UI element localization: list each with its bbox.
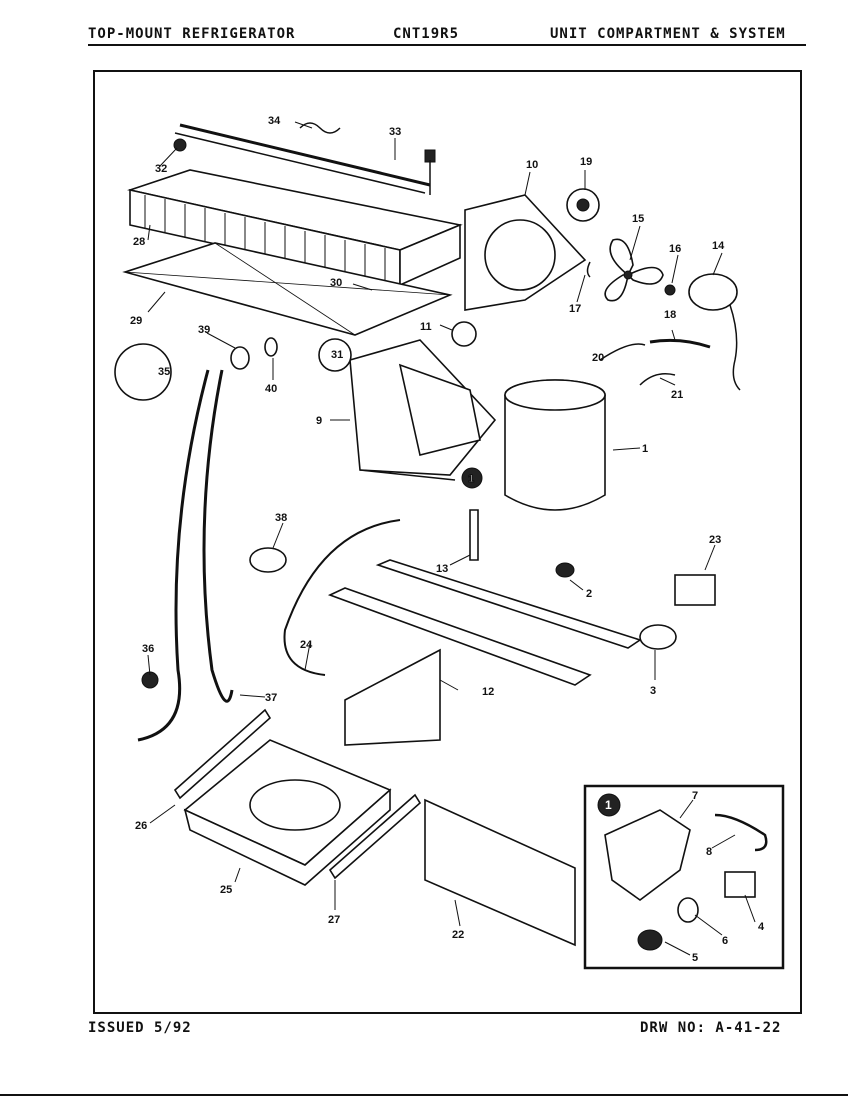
callout-17: 17 [569, 303, 581, 315]
header-title: TOP-MOUNT REFRIGERATOR [88, 26, 296, 42]
filter-drier [469, 509, 479, 561]
callout-15: 15 [632, 213, 644, 225]
callout-25: 25 [220, 884, 232, 896]
model-number: CNT19R5 [393, 26, 460, 42]
rail-clip [639, 624, 677, 650]
callout-14: 14 [712, 240, 725, 252]
callout-22: 22 [452, 929, 464, 941]
compressor [461, 379, 606, 511]
relay-23 [674, 574, 716, 606]
callout-31: 31 [331, 349, 343, 361]
detail-31 [318, 338, 352, 372]
callout-38: 38 [275, 512, 287, 524]
grommet-39 [230, 346, 250, 370]
callout-23: 23 [709, 534, 721, 546]
pan-rail-26 [173, 708, 272, 800]
diagram-frame [93, 70, 802, 1014]
terminal-cover [604, 809, 691, 901]
callout-18: 18 [664, 309, 676, 321]
section-title: UNIT COMPARTMENT & SYSTEM [550, 26, 786, 42]
callout-26: 26 [135, 820, 147, 832]
harness-18 [649, 338, 711, 349]
overload-clip [677, 897, 699, 923]
compressor-marker: 1 [468, 473, 474, 485]
callout-16: 16 [669, 243, 681, 255]
harness-21 [639, 373, 676, 386]
callout-20: 20 [592, 352, 604, 364]
callout-36: 36 [142, 643, 154, 655]
callout-5: 5 [692, 952, 698, 964]
shroud-grommet [451, 321, 477, 347]
callout-12: 12 [482, 686, 494, 698]
drain-pan-condenser [349, 339, 497, 481]
fan-shroud [464, 194, 587, 311]
callout-6: 6 [722, 935, 728, 947]
power-cord [283, 519, 401, 676]
callout-30: 30 [330, 277, 342, 289]
callout-40: 40 [265, 383, 277, 395]
drain-tube [137, 369, 210, 742]
harness-20 [599, 343, 646, 361]
callout-13: 13 [436, 563, 448, 575]
condenser-panel [122, 242, 453, 336]
drawing-number: DRW NO: A-41-22 [640, 1020, 782, 1036]
compressor-grommet [555, 562, 575, 578]
callout-1: 1 [642, 443, 648, 455]
overload-protector [637, 929, 663, 951]
fan-blade [604, 238, 664, 302]
compressor-mount-rails [327, 559, 642, 686]
detail-35 [114, 343, 172, 401]
callout-10: 10 [526, 159, 538, 171]
callout-7: 7 [692, 790, 698, 802]
access-panel [424, 798, 576, 947]
fan-clip [586, 261, 591, 278]
cover-clip [714, 813, 768, 852]
callout-35: 35 [158, 366, 170, 378]
callout-24: 24 [300, 639, 313, 651]
callout-8: 8 [706, 846, 712, 858]
issued-date: ISSUED 5/92 [88, 1020, 192, 1036]
fan-motor [688, 273, 741, 391]
pan-rail-27 [328, 793, 422, 880]
callout-21: 21 [671, 389, 683, 401]
header-rule [88, 44, 806, 46]
callout-3: 3 [650, 685, 656, 697]
callout-33: 33 [389, 126, 401, 138]
callout-11: 11 [420, 321, 432, 333]
callout-29: 29 [130, 315, 142, 327]
page-bottom-rule [0, 1094, 848, 1096]
inset-marker: 1 [605, 798, 612, 812]
condenser-coil [127, 169, 463, 287]
grommet-40 [264, 337, 278, 357]
mounting-bracket [344, 648, 441, 746]
callout-19: 19 [580, 156, 592, 168]
callout-34: 34 [268, 115, 281, 127]
callout-2: 2 [586, 588, 592, 600]
fan-nut [664, 284, 676, 296]
hose-clamp [249, 547, 287, 573]
callout-27: 27 [328, 914, 340, 926]
callout-39: 39 [198, 324, 210, 336]
defrost-drain-pan [183, 739, 392, 886]
callout-28: 28 [133, 236, 145, 248]
callout-32: 32 [155, 163, 167, 175]
callout-37: 37 [265, 692, 277, 704]
start-relay [724, 871, 756, 898]
callout-9: 9 [316, 415, 322, 427]
callout-4: 4 [758, 921, 765, 933]
